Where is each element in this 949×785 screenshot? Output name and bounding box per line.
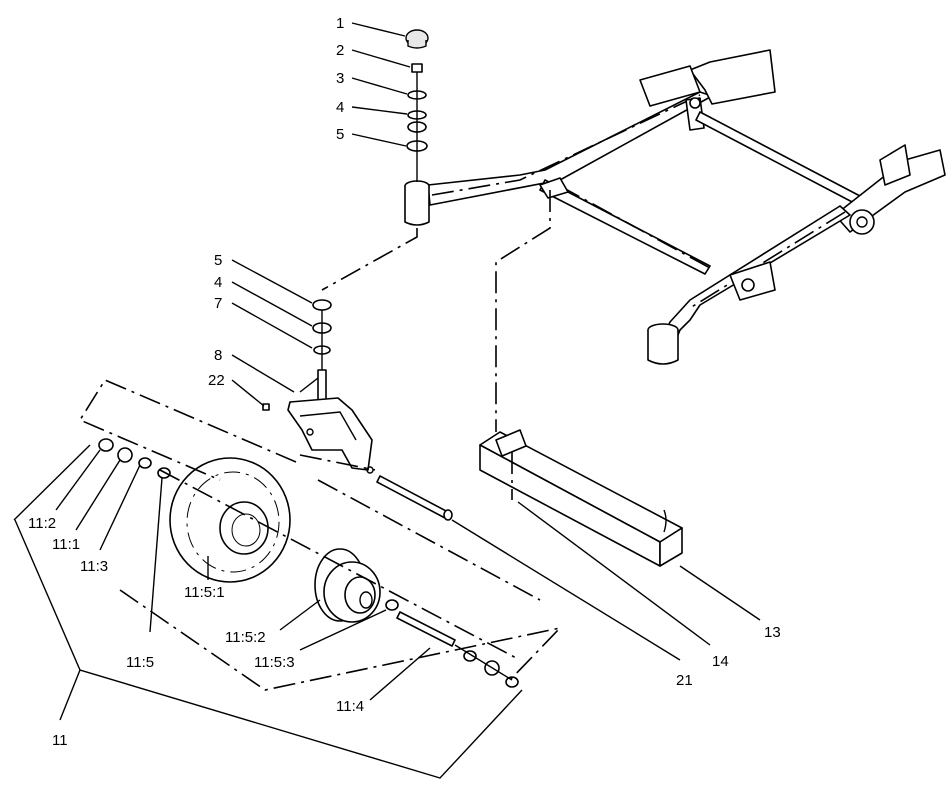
assembly-lines xyxy=(78,190,563,691)
callout-5-upper: 5 xyxy=(336,126,344,143)
callout-14: 14 xyxy=(712,653,729,670)
callout-7: 7 xyxy=(214,295,222,312)
callout-11-4: 11:4 xyxy=(336,698,364,715)
callout-2: 2 xyxy=(336,42,344,59)
callout-22: 22 xyxy=(208,372,225,389)
callout-11: 11 xyxy=(52,732,68,749)
lower-bearing-stack xyxy=(312,299,332,370)
callout-3: 3 xyxy=(336,70,344,87)
callout-11-5: 11:5 xyxy=(126,654,154,671)
mower-frame xyxy=(404,49,946,365)
upper-bearing-stack xyxy=(405,29,429,182)
callout-13: 13 xyxy=(764,624,781,641)
weight-bar xyxy=(479,429,683,567)
callout-11-5-1: 11:5:1 xyxy=(184,584,225,601)
callout-11-3: 11:3 xyxy=(80,558,108,575)
callout-4-upper: 4 xyxy=(336,99,344,116)
callout-11-5-2: 11:5:2 xyxy=(225,629,266,646)
callout-11-1: 11:1 xyxy=(52,536,80,553)
callout-5-lower: 5 xyxy=(214,252,222,269)
callout-21: 21 xyxy=(676,672,693,689)
callout-1: 1 xyxy=(336,15,344,32)
callout-11-5-3: 11:5:3 xyxy=(254,654,295,671)
callout-11-2: 11:2 xyxy=(28,515,56,532)
leader-lines xyxy=(13,22,761,779)
wheel-assembly xyxy=(98,438,519,688)
callout-4-lower: 4 xyxy=(214,274,222,291)
axle-bolt xyxy=(376,475,453,521)
callout-labels: 1 2 3 4 5 5 4 7 8 22 11:2 11:1 11:3 11:5… xyxy=(28,15,781,749)
caster-fork xyxy=(262,369,374,474)
callout-8: 8 xyxy=(214,347,222,364)
